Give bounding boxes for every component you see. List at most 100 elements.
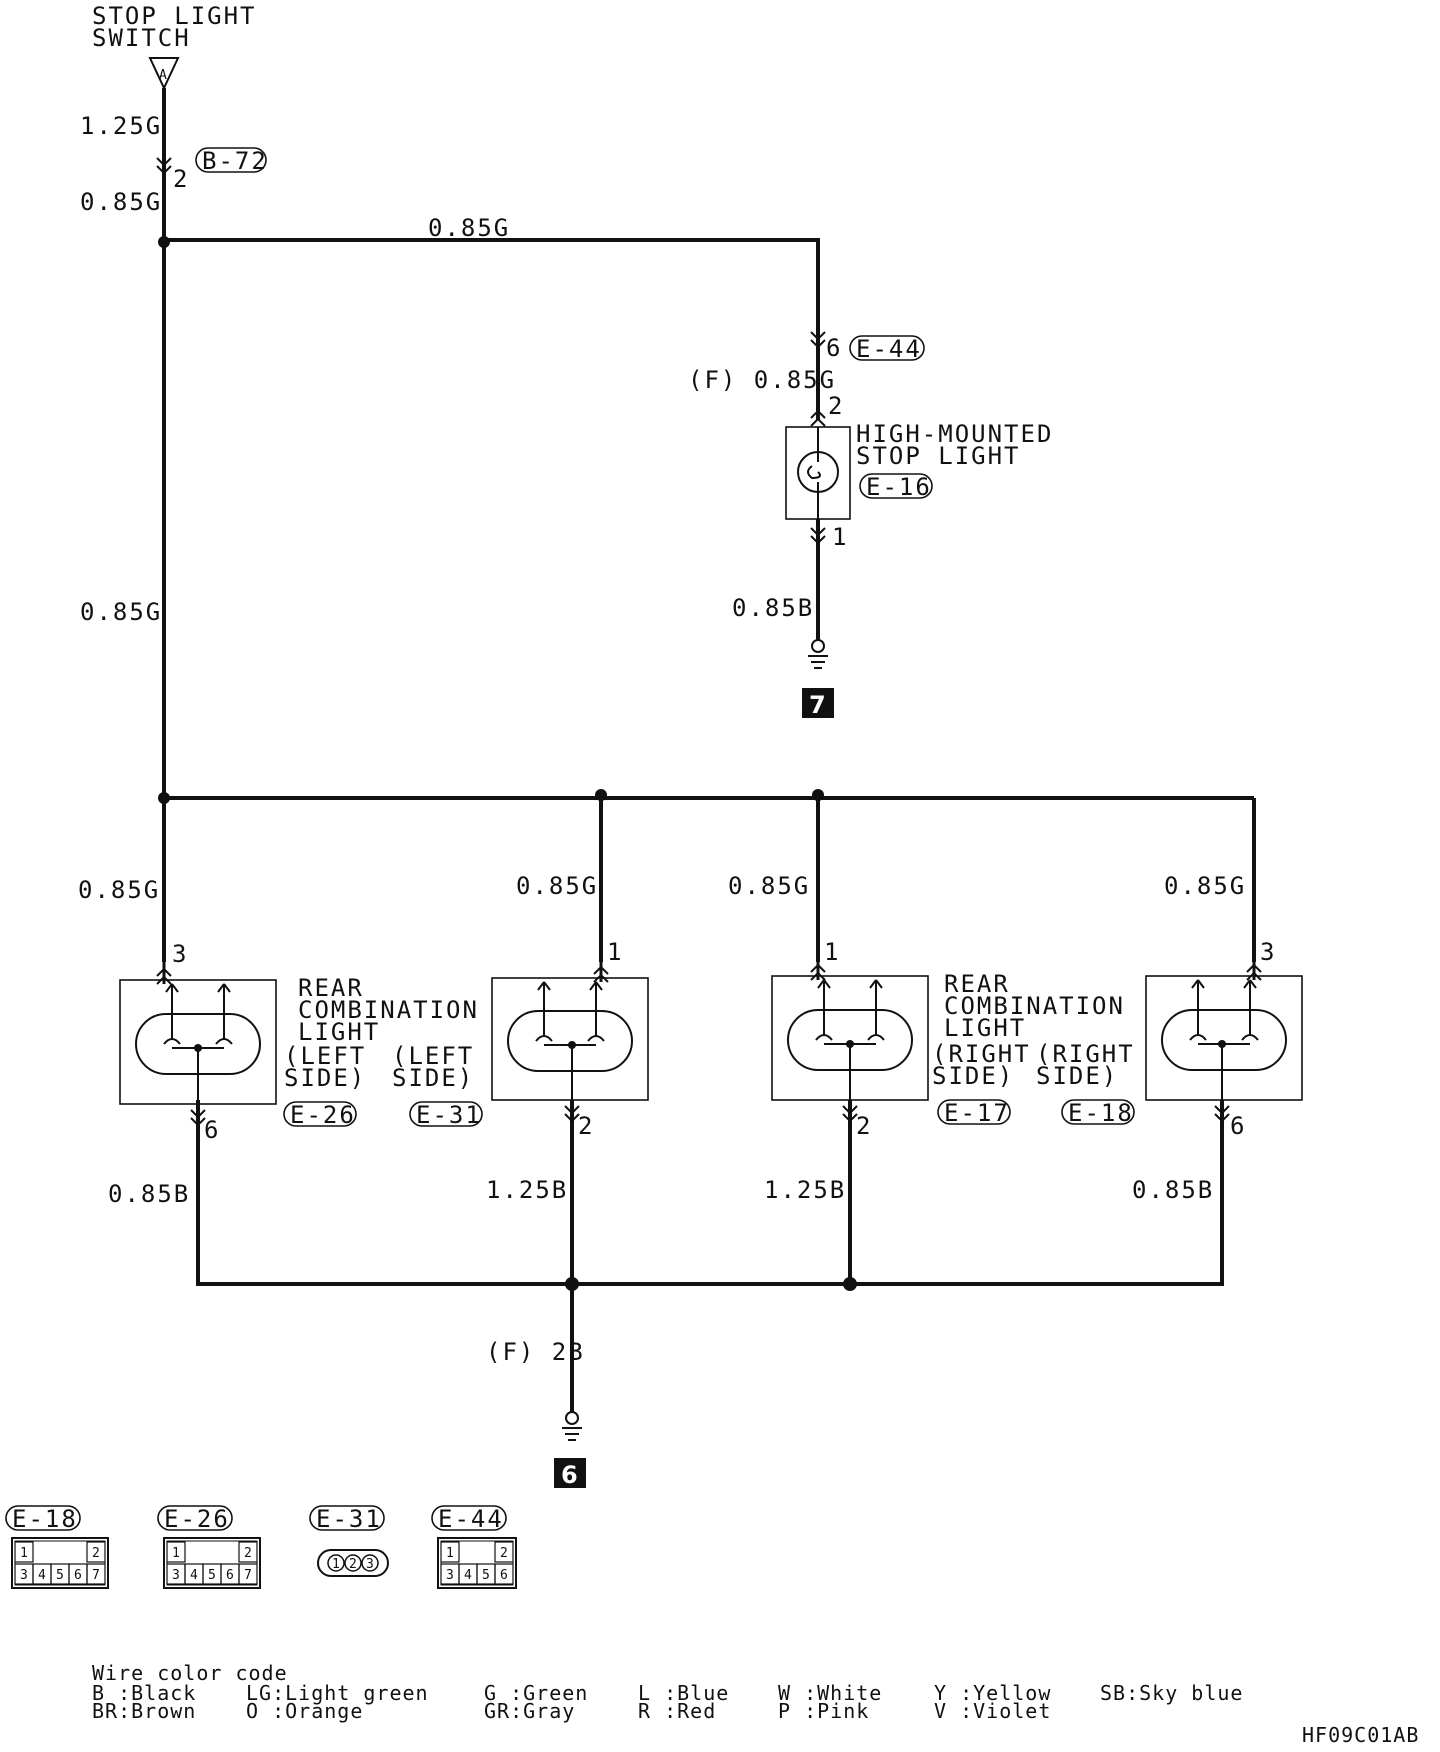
legend-title: Wire color code — [92, 1661, 288, 1685]
legend-entry: P :Pink — [778, 1699, 869, 1723]
wire-label-0-85b-hm: 0.85B — [732, 594, 814, 622]
ground-7-badge — [802, 688, 834, 718]
connector-view-pin-label: 6 — [500, 1568, 508, 1583]
rear-left-title-line3: LIGHT — [298, 1018, 380, 1046]
pin-e26-top: 3 — [172, 940, 188, 968]
connector-view-pin-label: 3 — [446, 1568, 454, 1583]
b72-arrow-a — [156, 157, 172, 167]
wire-label-0-85g-e18: 0.85G — [1164, 872, 1246, 900]
connector-view-pin-label: 1 — [332, 1557, 340, 1572]
wire-label-0-85g-a: 0.85G — [80, 188, 162, 216]
ground-7-number: 7 — [809, 691, 826, 719]
ground-6-badge — [554, 1458, 586, 1488]
connector-view-id: E-26 — [164, 1505, 230, 1533]
connector-view-pin-label: 3 — [20, 1568, 28, 1583]
legend-entry: G :Green — [484, 1681, 588, 1705]
connector-view-cell — [238, 1541, 258, 1563]
ground-6-terminal — [565, 1411, 579, 1425]
connector-view-cell — [14, 1541, 34, 1563]
legend-entry: SB:Sky blue — [1100, 1681, 1243, 1705]
connector-view-body — [11, 1537, 109, 1589]
legend-entry: B :Black — [92, 1681, 196, 1705]
pin-e17-top: 1 — [824, 938, 840, 966]
diagram-code: HF09C01AB — [1302, 1723, 1419, 1747]
rear-right-title-line3: LIGHT — [944, 1014, 1026, 1042]
connector-view-cell — [86, 1563, 106, 1585]
high-mount-title-line1: HIGH-MOUNTED — [856, 420, 1053, 448]
rear-left-side-b2: SIDE) — [392, 1064, 474, 1092]
pin-e31-top: 1 — [607, 938, 623, 966]
lamp-e31-feed-arrow-1 — [593, 973, 609, 983]
wire-label-1-25b-e17: 1.25B — [764, 1176, 846, 1204]
lamp-e26-feed-arrow-1 — [156, 975, 172, 985]
lamp-e31 — [491, 960, 649, 1123]
connector-view-badge — [5, 1505, 81, 1531]
b72-pin-label: 2 — [173, 165, 189, 193]
connector-view-cell — [440, 1541, 460, 1563]
connector-view-pin-label: 3 — [172, 1568, 180, 1583]
b72-arrow-b — [156, 165, 172, 175]
pin-e17-bottom: 2 — [856, 1112, 872, 1140]
wire-label-1-25g-top: 1.25G — [80, 112, 162, 140]
legend-entry: GR:Gray — [484, 1699, 575, 1723]
legend-entry: O :Orange — [246, 1699, 363, 1723]
legend-entry: Y :Yellow — [934, 1681, 1051, 1705]
e17-connector-badge — [937, 1099, 1011, 1125]
b72-connector-label: B-72 — [202, 147, 268, 175]
rear-lamp-units — [119, 958, 1303, 1127]
e16-connector-label: E-16 — [866, 473, 932, 501]
connector-view-cell — [166, 1541, 186, 1563]
legend-entry: BR:Brown — [92, 1699, 196, 1723]
legend-entry: R :Red — [638, 1699, 716, 1723]
pin-e26-bottom: 6 — [204, 1116, 220, 1144]
connector-view-id: E-44 — [438, 1505, 504, 1533]
connector-view-pin-label: 1 — [446, 1546, 454, 1561]
lamp-e17 — [771, 958, 929, 1123]
connector-view-pin-label: 1 — [20, 1546, 28, 1561]
lamp-e18 — [1145, 958, 1303, 1123]
connector-view-badge — [157, 1505, 233, 1531]
connector-view-pin-label: 1 — [172, 1546, 180, 1561]
connector-view-body — [163, 1537, 261, 1589]
hm-pin-bottom: 1 — [832, 523, 848, 551]
e18-connector-badge — [1061, 1099, 1135, 1125]
rear-right-side-b: (RIGHT — [1036, 1040, 1135, 1068]
high-mount-filament — [807, 427, 821, 519]
lamp-e17-feed-arrow-1 — [810, 971, 826, 981]
connector-view-pin-label: 7 — [92, 1568, 100, 1583]
e31-connector-badge — [409, 1101, 483, 1127]
rear-left-title-line2: COMBINATION — [298, 996, 479, 1024]
connector-view-pin-label: 4 — [190, 1568, 198, 1583]
hm-arrow-top-b — [810, 417, 826, 427]
rear-right-title-line1: REAR — [944, 970, 1010, 998]
wire-label-1-25b-e31: 1.25B — [486, 1176, 568, 1204]
e16-connector-badge — [859, 473, 933, 499]
wire-label-0-85g-e26: 0.85G — [78, 876, 160, 904]
pin-e31-bottom: 2 — [578, 1112, 594, 1140]
rear-left-side-b: (LEFT — [392, 1042, 474, 1070]
e44-arrow-b — [810, 339, 826, 349]
hm-arrow-top-a — [810, 409, 826, 419]
connector-view-pin-label: 6 — [74, 1568, 82, 1583]
connector-view-pin-label: 4 — [38, 1568, 46, 1583]
lamp-e31-leads — [537, 981, 603, 1037]
lamp-e31-bulb — [507, 1010, 633, 1072]
e17-connector-label: E-17 — [944, 1099, 1010, 1127]
e26-connector-badge — [283, 1101, 357, 1127]
connector-view-pin-label: 5 — [208, 1568, 216, 1583]
e18-connector-label: E-18 — [1068, 1099, 1134, 1127]
ground-bus-wire — [196, 1100, 1224, 1286]
connector-view-inner — [166, 1540, 258, 1586]
wire-label-0-85g-mid: 0.85G — [80, 598, 162, 626]
lamp-e18-feed-arrow-0 — [1246, 963, 1262, 973]
connector-view-pin-label: 3 — [366, 1557, 374, 1572]
e26-connector-label: E-26 — [290, 1101, 356, 1129]
connector-view-pin-label: 7 — [244, 1568, 252, 1583]
connector-view-pin-label: 2 — [92, 1546, 100, 1561]
e31-connector-label: E-31 — [416, 1101, 482, 1129]
